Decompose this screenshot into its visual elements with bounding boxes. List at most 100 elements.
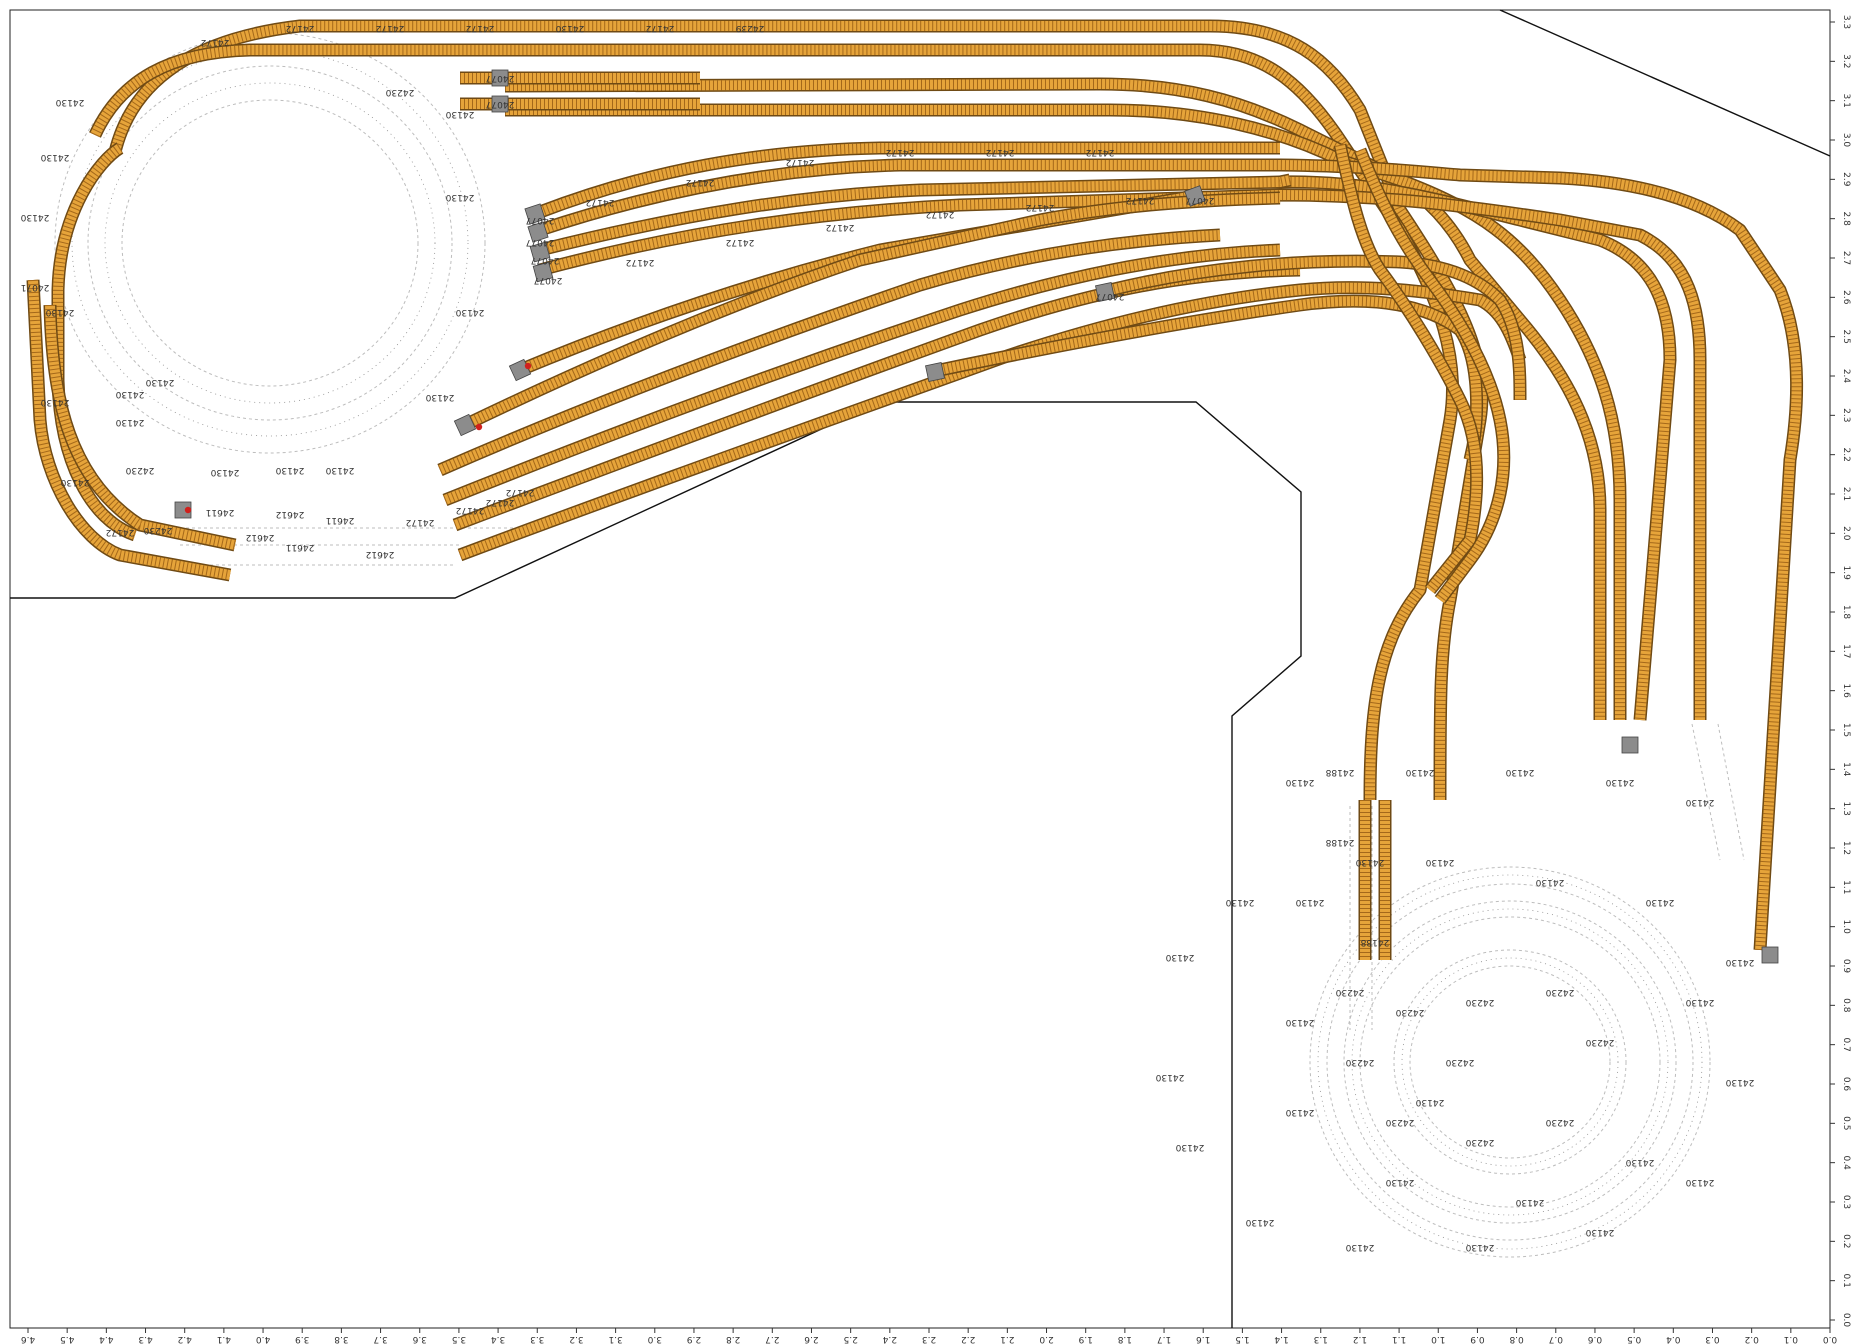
x-tick-label: 0.2 (1744, 1334, 1758, 1344)
part-label: 24130 (1505, 767, 1534, 777)
y-tick-label: 1.1 (1841, 880, 1851, 894)
x-tick-label: 3.9 (295, 1334, 310, 1344)
y-tick-label: 0.7 (1841, 1038, 1851, 1052)
y-tick-label: 3.0 (1841, 133, 1851, 148)
plan-border (9, 9, 1831, 1329)
buffer-stop-3 (527, 221, 549, 243)
part-label: 24130 (1355, 857, 1384, 867)
y-tick-label: 0.8 (1841, 998, 1851, 1013)
helix-ring-4 (1359, 916, 1661, 1208)
part-label: 24130 (1515, 1197, 1544, 1207)
y-tick-label: 0.2 (1841, 1234, 1851, 1248)
part-label: 24130 (1535, 877, 1564, 887)
lower-helix (1309, 723, 1745, 1258)
x-tick-label: 4.1 (217, 1334, 231, 1344)
part-label: 24172 (286, 23, 315, 33)
part-label: 24172 (726, 237, 755, 247)
part-label: 24230 (385, 87, 414, 97)
part-label: 24172 (1126, 195, 1155, 205)
x-tick-label: 0.5 (1627, 1334, 1641, 1344)
x-tick-label: 1.1 (1392, 1334, 1406, 1344)
y-tick-label: 2.6 (1841, 290, 1851, 305)
track-sleepers-16 (458, 282, 1525, 560)
part-label: 24130 (275, 465, 304, 475)
y-tick-label: 2.1 (1841, 487, 1851, 501)
y-tick-label: 1.4 (1841, 762, 1851, 777)
part-label: 24077 (1186, 195, 1215, 205)
y-tick-label: 2.7 (1841, 251, 1851, 265)
part-label: 24130 (1285, 1107, 1314, 1117)
helix-lead-right-a (1691, 723, 1721, 861)
part-label: 24130 (210, 467, 239, 477)
part-label: 24230 (1395, 1007, 1424, 1017)
helix-ring-1 (1309, 866, 1711, 1258)
y-tick-label: 0.4 (1841, 1156, 1851, 1171)
part-label: 24612 (366, 549, 395, 559)
part-label: 24130 (1685, 997, 1714, 1007)
x-tick-label: 2.9 (687, 1334, 702, 1344)
x-tick-label: 3.2 (569, 1334, 583, 1344)
part-label: 24130 (555, 23, 584, 33)
part-label: 24612 (276, 509, 305, 519)
y-tick-label: 0.1 (1841, 1274, 1851, 1288)
part-label: 24130 (115, 389, 144, 399)
track-surface-6 (505, 105, 1625, 720)
y-tick-label: 1.7 (1841, 644, 1851, 658)
marker-dot-0 (524, 362, 532, 370)
track-sleepers-14 (443, 245, 1281, 505)
y-tick-label: 3.2 (1841, 54, 1851, 68)
track-bed-18 (938, 294, 1484, 462)
x-tick-label: 2.1 (1000, 1334, 1014, 1344)
track-sleepers-19 (1279, 175, 1291, 187)
x-tick-label: 4.2 (178, 1334, 192, 1344)
x-tick-label: 3.8 (334, 1334, 349, 1344)
part-label: 24172 (201, 37, 230, 47)
part-label: 24172 (646, 23, 675, 33)
track-sleepers-12 (462, 193, 1281, 430)
part-label: 24130 (1165, 952, 1194, 962)
y-tick-label: 1.9 (1841, 566, 1851, 581)
track-surface-21 (1355, 148, 1509, 603)
part-label: 24130 (1405, 767, 1434, 777)
x-tick-label: 2.7 (765, 1334, 779, 1344)
visible-track-layer (26, 19, 1804, 960)
track-sleepers-7 (538, 143, 1280, 217)
part-label: 24130 (445, 192, 474, 202)
x-tick-label: 1.9 (1078, 1334, 1093, 1344)
part-label: 24130 (1415, 1097, 1444, 1107)
part-label: 24130 (1625, 1157, 1654, 1167)
y-tick-label: 2.4 (1841, 369, 1851, 384)
helix-ring-6 (1409, 965, 1611, 1159)
part-label: 24172 (986, 147, 1015, 157)
part-label: 24130 (1385, 1177, 1414, 1187)
part-label: 24130 (325, 465, 354, 475)
y-tick-label: 2.0 (1841, 526, 1851, 541)
part-label: 24230 (1585, 1037, 1614, 1047)
x-tick-label: 3.3 (530, 1334, 544, 1344)
part-label: 24130 (1585, 1227, 1614, 1237)
buffer-stop-12 (1621, 736, 1639, 754)
x-tick-label: 0.4 (1666, 1334, 1681, 1344)
x-tick-label: 0.0 (1823, 1334, 1838, 1344)
buffer-stop-5 (532, 261, 554, 283)
part-label: 24172 (586, 197, 615, 207)
x-tick-label: 2.8 (726, 1334, 741, 1344)
part-label: 24077 (526, 215, 555, 225)
x-tick-label: 0.1 (1784, 1334, 1798, 1344)
part-label: 24239 (735, 23, 764, 33)
y-tick-label: 2.2 (1841, 448, 1851, 462)
part-label: 24230 (1445, 1057, 1474, 1067)
board-frame (9, 9, 1831, 1329)
left-helix-ring-4 (121, 99, 419, 387)
x-tick-label: 1.7 (1157, 1334, 1171, 1344)
buffer-stop-4 (529, 241, 551, 263)
y-tick-label: 1.3 (1841, 802, 1851, 816)
y-tick-label: 3.3 (1841, 15, 1851, 29)
track-sleepers-0 (110, 21, 1487, 801)
part-label: 24130 (1685, 1177, 1714, 1187)
track-surface-3 (28, 279, 231, 580)
y-tick-label: 0.0 (1841, 1313, 1851, 1328)
x-tick-label: 4.5 (60, 1334, 74, 1344)
y-tick-label: 1.6 (1841, 684, 1851, 699)
